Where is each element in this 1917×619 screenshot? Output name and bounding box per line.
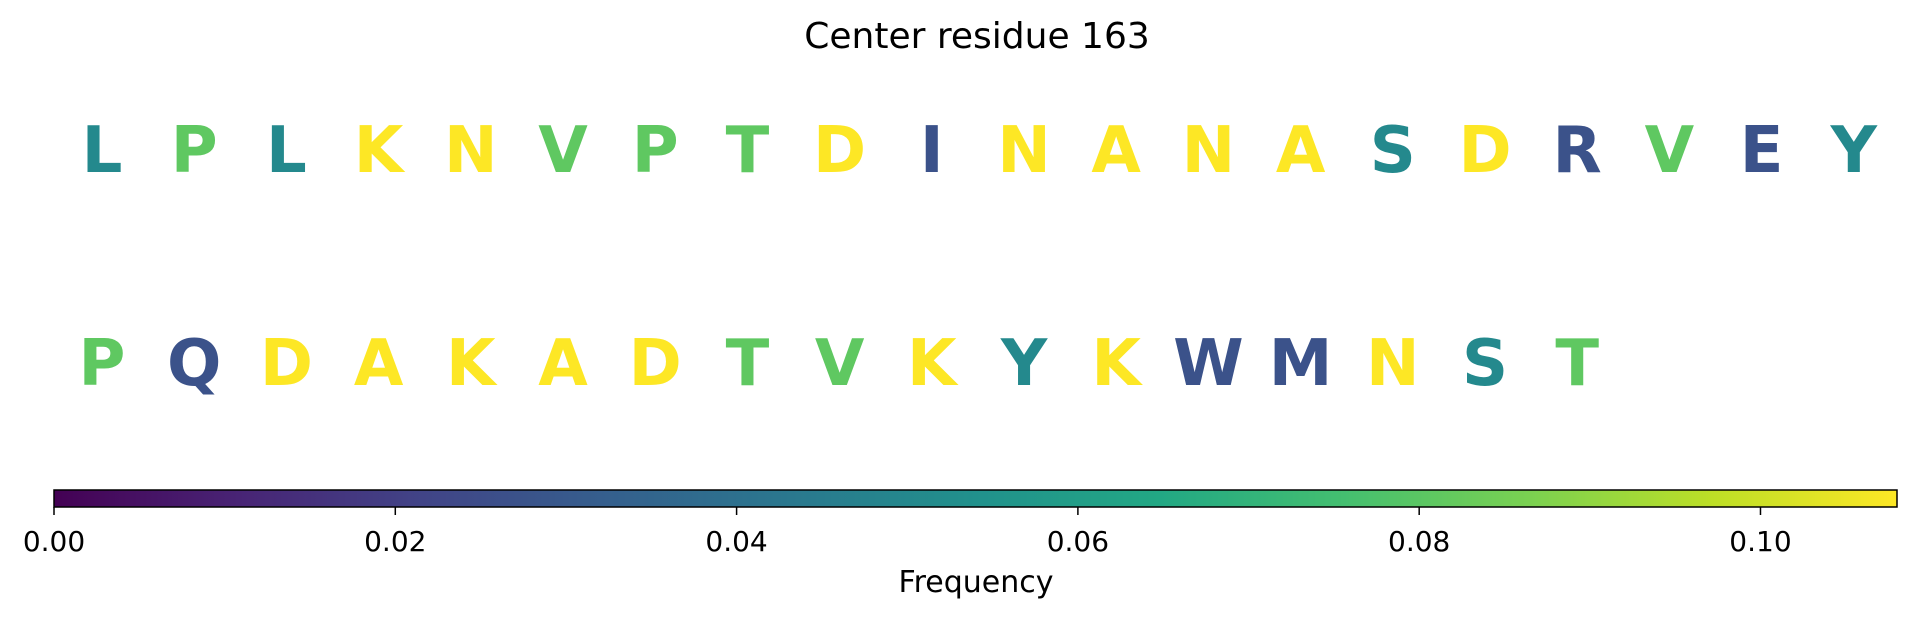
residue-letter: K — [1091, 327, 1143, 401]
residue-letter: M — [1269, 327, 1333, 401]
residue-letter: Q — [167, 327, 221, 401]
residue-letter: W — [1173, 327, 1244, 401]
colorbar-tick-label: 0.00 — [23, 525, 85, 558]
colorbar-tick-label: 0.02 — [364, 525, 426, 558]
residue-letter: P — [79, 327, 126, 401]
residue-letter: N — [997, 114, 1051, 188]
colorbar-gradient — [53, 489, 1898, 508]
residue-letter: S — [1370, 114, 1416, 188]
residue-letter: D — [813, 114, 866, 188]
residue-letter: T — [1555, 327, 1599, 401]
residue-letter: K — [354, 114, 406, 188]
colorbar-tick-label: 0.06 — [1047, 525, 1109, 558]
residue-letter: L — [82, 114, 123, 188]
residue-letter: A — [1276, 114, 1326, 188]
residue-letter: T — [726, 114, 770, 188]
residue-letter: D — [629, 327, 682, 401]
colorbar: 0.00 0.02 0.04 0.06 0.08 0.10 Frequency — [23, 489, 1898, 600]
residue-letter: A — [354, 327, 404, 401]
residue-letter: N — [1366, 327, 1420, 401]
colorbar-label: Frequency — [899, 565, 1054, 600]
colorbar-tick-label: 0.08 — [1388, 525, 1450, 558]
colorbar-tick-label: 0.04 — [705, 525, 767, 558]
residue-letter: A — [538, 327, 588, 401]
residue-letter: D — [260, 327, 313, 401]
residue-letter: K — [446, 327, 498, 401]
residue-letter: Y — [1830, 114, 1878, 188]
residue-letter: R — [1553, 114, 1602, 188]
residue-letter: V — [538, 114, 588, 188]
colorbar-tick-label: 0.10 — [1729, 525, 1791, 558]
colorbar-ticks: 0.00 0.02 0.04 0.06 0.08 0.10 — [23, 507, 1792, 558]
residue-letter: T — [726, 327, 770, 401]
residue-letter: N — [444, 114, 498, 188]
residue-letter: P — [171, 114, 218, 188]
residue-letter: I — [920, 114, 944, 188]
residue-letter: K — [907, 327, 959, 401]
residue-letter: V — [815, 327, 865, 401]
residue-letter: E — [1740, 114, 1784, 188]
chart-title: Center residue 163 — [804, 16, 1150, 57]
residue-letter: A — [1091, 114, 1141, 188]
residue-letter: Y — [1000, 327, 1048, 401]
residue-letter: P — [632, 114, 679, 188]
residue-letter: L — [266, 114, 307, 188]
residue-letter: S — [1462, 327, 1508, 401]
residue-letter: V — [1645, 114, 1695, 188]
residue-letter: D — [1458, 114, 1511, 188]
residue-letter: N — [1182, 114, 1236, 188]
